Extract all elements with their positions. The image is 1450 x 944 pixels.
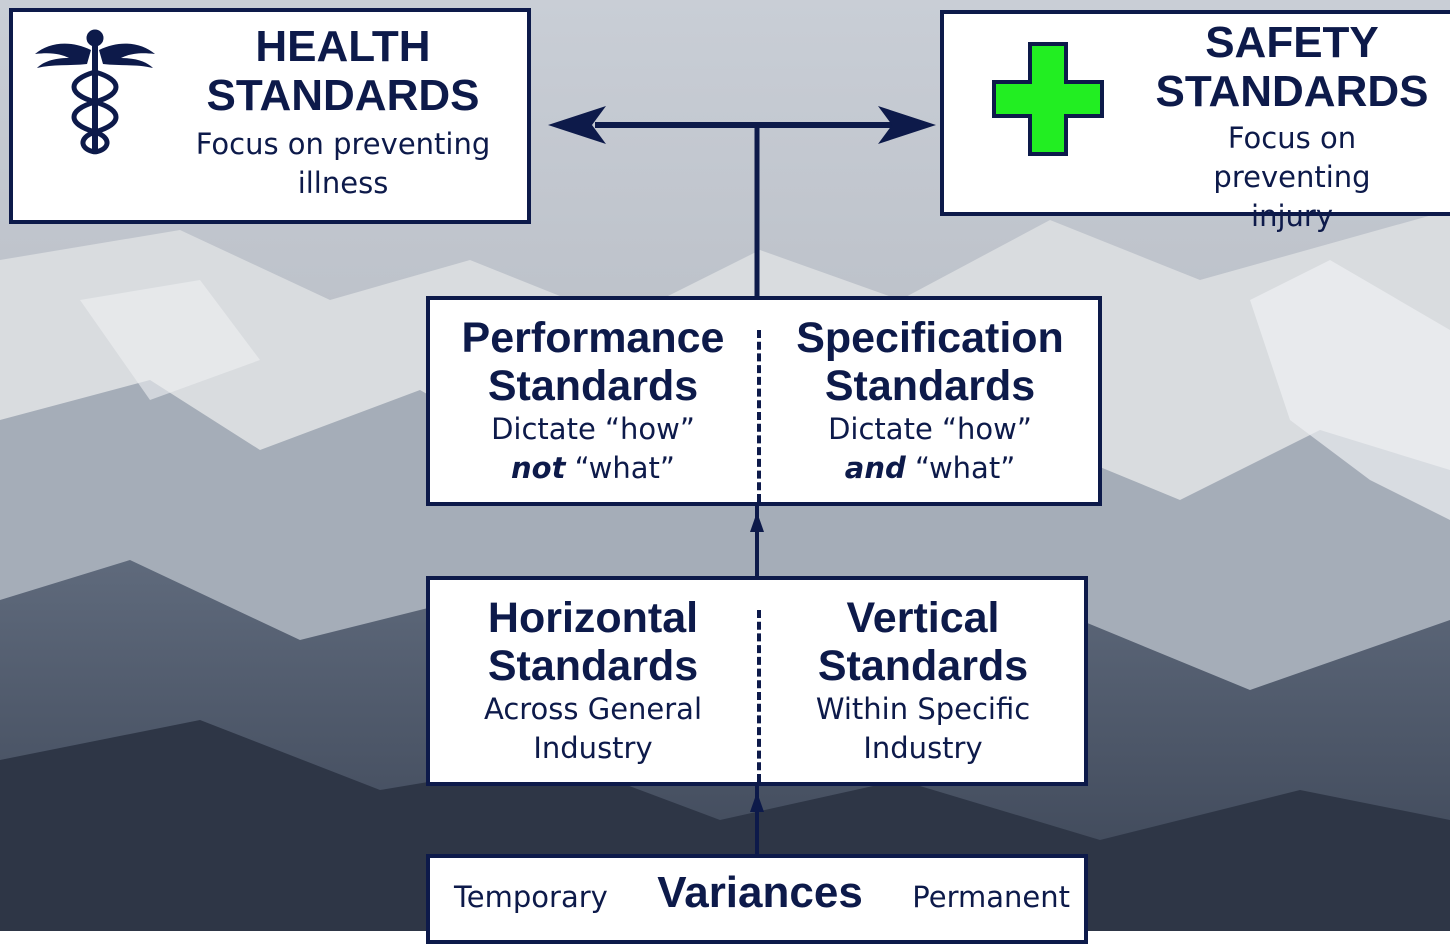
safety-description: Focus on preventing injury	[1213, 120, 1371, 233]
caduceus-icon	[35, 29, 155, 155]
vertical-standards: Vertical Standards Within Specific Indus…	[762, 580, 1084, 782]
health-title: HEALTH	[255, 22, 431, 71]
performance-specification-box: Performance Standards Dictate “how” not …	[426, 296, 1102, 506]
performance-emphasis: not	[511, 451, 566, 486]
specification-description-rest: “what”	[905, 451, 1016, 486]
specification-description-line2: and “what”	[845, 449, 1015, 488]
horizontal-vertical-box: Horizontal Standards Across General Indu…	[426, 576, 1088, 786]
health-description: Focus on preventing illness	[195, 126, 491, 200]
specification-standards: Specification Standards Dictate “how” an…	[762, 300, 1098, 502]
performance-description-rest: “what”	[565, 451, 675, 486]
performance-description-line2: not “what”	[511, 449, 675, 488]
horizontal-title: Horizontal	[487, 593, 699, 642]
variances-permanent: Permanent	[912, 880, 1070, 914]
vertical-description: Within Specific Industry	[815, 692, 1031, 766]
specification-description-line1: Dictate “how”	[828, 412, 1032, 447]
performance-description-line1: Dictate “how”	[491, 412, 695, 447]
horizontal-standards: Horizontal Standards Across General Indu…	[430, 580, 756, 782]
specification-subtitle: Standards	[824, 361, 1036, 410]
horizontal-divider	[757, 610, 761, 782]
performance-title: Performance	[461, 313, 725, 362]
vertical-title: Vertical	[846, 593, 1000, 642]
performance-standards: Performance Standards Dictate “how” not …	[430, 300, 756, 502]
specification-emphasis: and	[844, 451, 906, 486]
vertical-subtitle: Standards	[817, 641, 1029, 690]
variances-title: Variances	[657, 868, 863, 917]
performance-divider	[757, 330, 761, 502]
horizontal-subtitle: Standards	[487, 641, 699, 690]
green-cross-icon	[992, 42, 1104, 156]
safety-subtitle: STANDARDS	[1155, 67, 1429, 117]
specification-title: Specification	[796, 313, 1064, 362]
horizontal-description: Across General Industry	[483, 692, 703, 766]
variances-temporary: Temporary	[454, 880, 608, 914]
variances-box: Temporary Variances Permanent	[426, 854, 1088, 944]
safety-title: SAFETY	[1205, 18, 1379, 67]
safety-standards-box: SAFETY STANDARDS Focus on preventing inj…	[940, 10, 1450, 233]
health-standards-box: HEALTH STANDARDS Focus on preventing ill…	[9, 8, 531, 224]
performance-subtitle: Standards	[487, 361, 699, 410]
health-subtitle: STANDARDS	[206, 71, 480, 121]
